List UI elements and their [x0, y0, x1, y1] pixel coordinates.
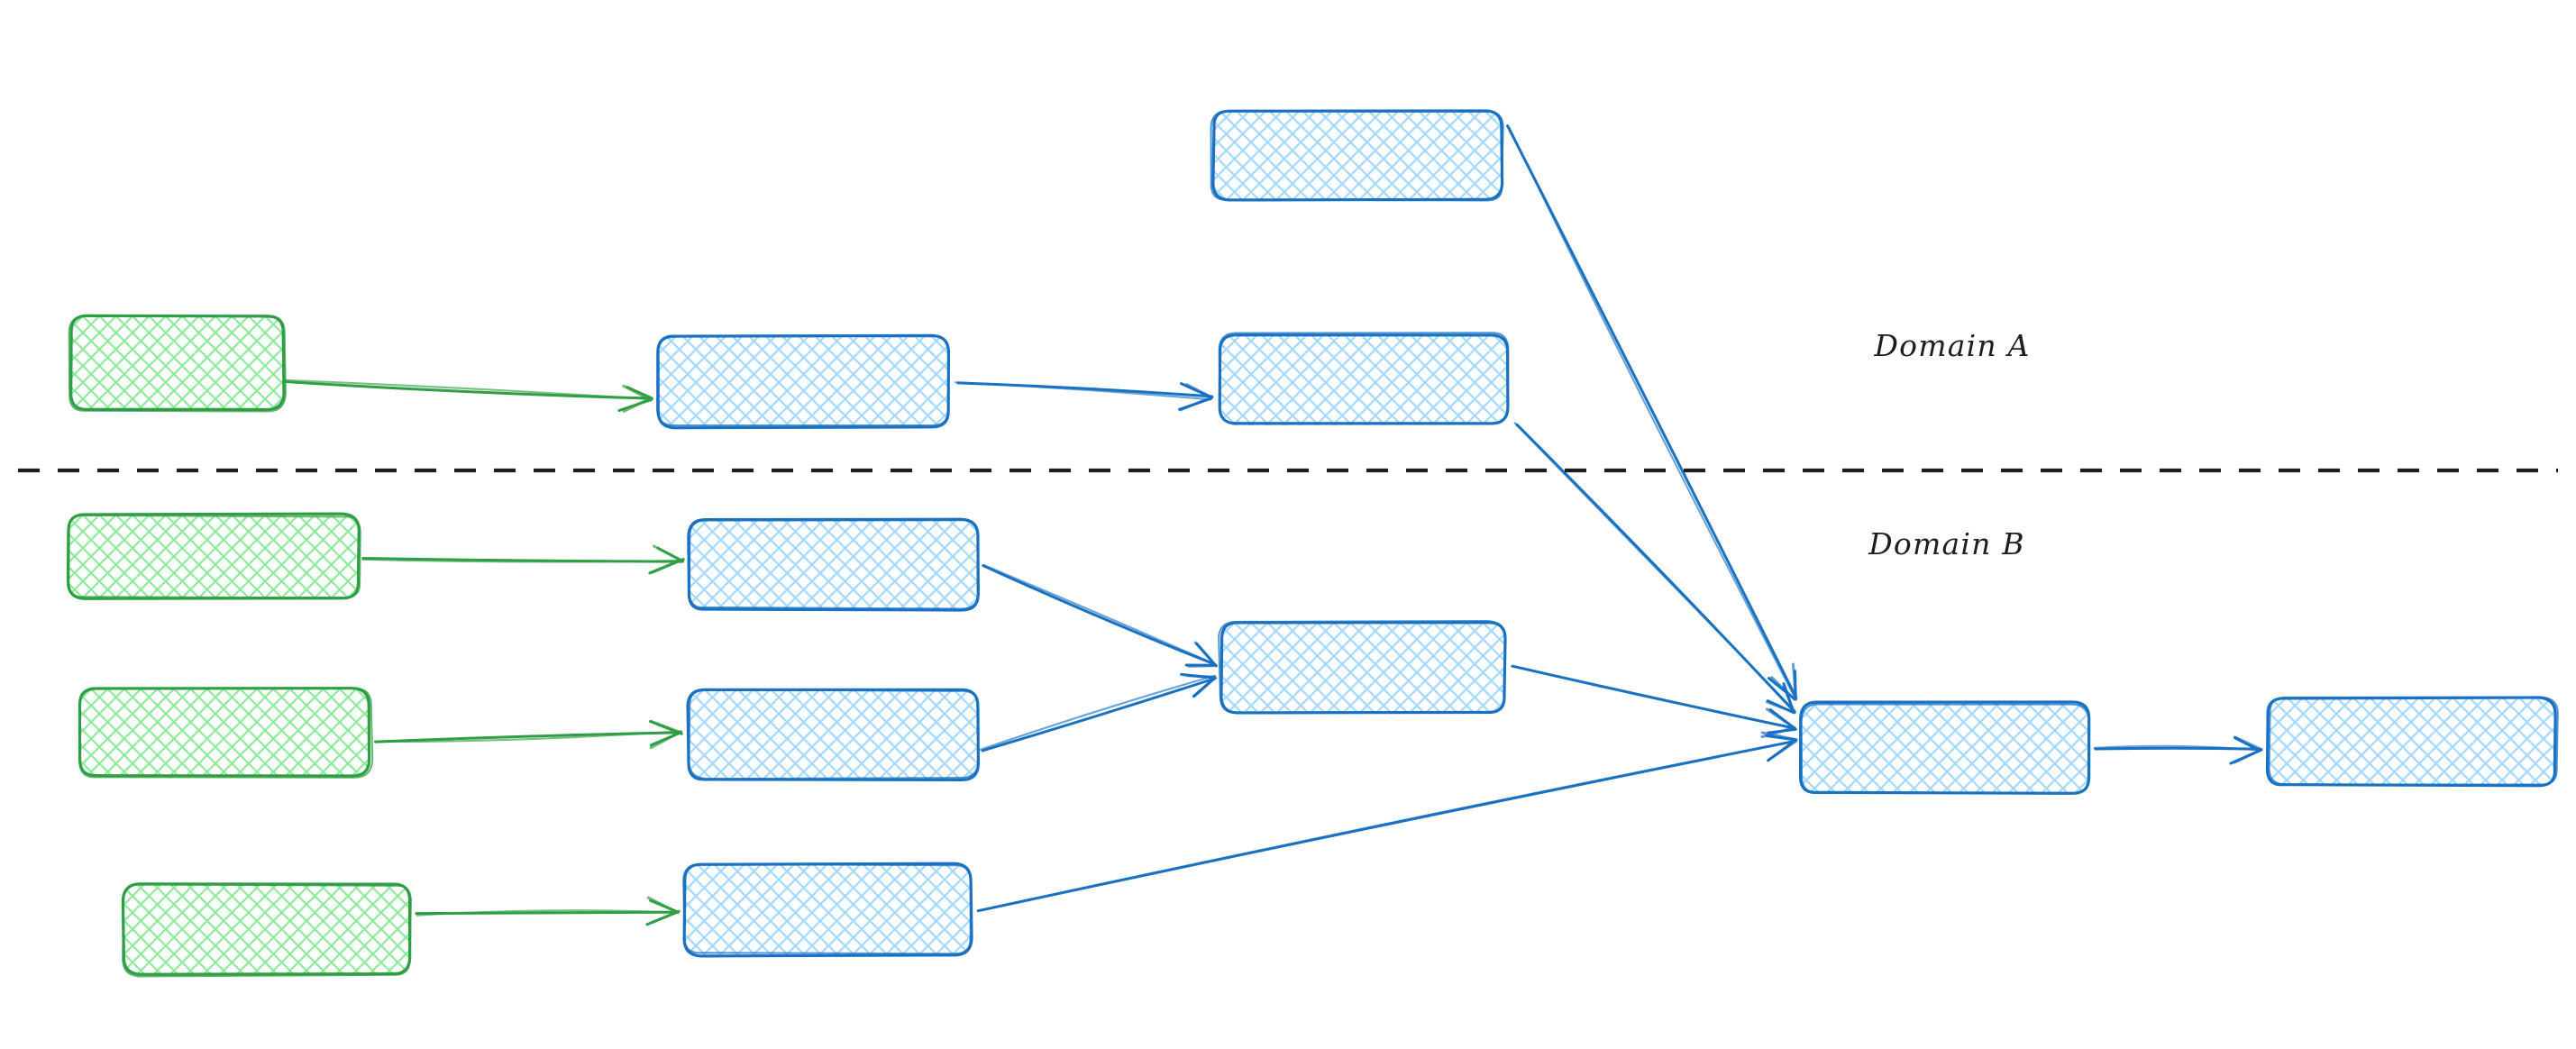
node-a-green-1[interactable] [68, 314, 287, 413]
edge-e8[interactable] [982, 563, 1218, 668]
edge-e11[interactable] [976, 731, 1798, 913]
node-b-merge-2[interactable] [1798, 700, 2091, 795]
edge-e2[interactable] [954, 381, 1214, 412]
node-outline [682, 862, 972, 955]
node-outline [2268, 696, 2559, 786]
node-fill [1801, 701, 2090, 795]
edge-arrowhead [645, 896, 681, 926]
node-b-blue-2[interactable] [686, 688, 980, 782]
node-outline [1210, 110, 1504, 202]
domain-label-layer: Domain A Domain B [1868, 328, 2030, 561]
node-outline [68, 315, 287, 413]
node-b-sink[interactable] [2265, 696, 2559, 788]
edge-e3[interactable] [1506, 124, 1798, 701]
edge-layer [283, 124, 2263, 926]
node-fill [689, 520, 979, 611]
node-outline [122, 883, 412, 978]
edge-e7[interactable] [415, 896, 681, 926]
domain-label-domain-b: Domain B [1868, 526, 2024, 561]
node-outline [1218, 620, 1506, 715]
edge-arrowhead [1760, 707, 1797, 739]
node-b-blue-3[interactable] [682, 862, 973, 958]
node-outline [1218, 332, 1510, 424]
edge-arrowhead [617, 384, 653, 413]
edge-e10[interactable] [1511, 664, 1797, 739]
edge-arrowhead [1178, 382, 1214, 412]
node-fill [685, 865, 971, 955]
edge-line [1513, 422, 1796, 713]
node-b-green-3[interactable] [121, 882, 412, 978]
node-outline [66, 514, 361, 599]
node-outline [1211, 109, 1504, 202]
domain-label-domain-a: Domain A [1873, 328, 2030, 363]
edge-line [979, 674, 1217, 751]
node-fill [1219, 334, 1508, 426]
node-fill [1211, 111, 1503, 200]
node-outline [688, 688, 980, 780]
node-a-blue-2[interactable] [1218, 332, 1510, 426]
node-fill [123, 882, 410, 974]
node-outline [69, 314, 286, 412]
edge-line [283, 379, 654, 401]
edge-line [416, 909, 678, 917]
node-outline [656, 333, 950, 427]
node-b-blue-1[interactable] [687, 517, 980, 612]
node-fill [688, 689, 978, 781]
edge-arrowhead [1760, 731, 1798, 762]
node-outline [688, 519, 980, 610]
edge-line [361, 558, 683, 563]
edge-line [1508, 126, 1797, 701]
node-fill [70, 315, 284, 412]
node-b-green-1[interactable] [66, 512, 361, 600]
node-outline [1800, 703, 2090, 794]
node-fill [67, 515, 361, 599]
edge-line [981, 677, 1217, 753]
node-outline [2265, 696, 2557, 788]
node-fill [1221, 621, 1507, 712]
edge-arrowhead [1180, 672, 1217, 698]
edge-arrowhead [2229, 735, 2263, 765]
node-b-merge-1[interactable] [1218, 620, 1507, 715]
node-layer [66, 109, 2559, 978]
node-fill [2268, 698, 2557, 785]
edge-arrowhead [1184, 641, 1218, 668]
edge-line [2093, 744, 2261, 752]
edge-arrowhead [649, 719, 683, 750]
node-outline [78, 687, 374, 779]
edge-e4[interactable] [1513, 422, 1796, 715]
node-b-green-2[interactable] [78, 687, 374, 779]
edge-line [1511, 664, 1796, 730]
edge-line [982, 563, 1218, 666]
edge-e6[interactable] [373, 719, 683, 750]
edge-arrowhead [1767, 662, 1797, 701]
edge-line [982, 564, 1216, 666]
edge-e9[interactable] [979, 672, 1217, 753]
edge-line [375, 730, 682, 743]
node-a-blue-1[interactable] [656, 333, 951, 430]
edge-line [954, 381, 1212, 401]
edge-e1[interactable] [283, 379, 654, 413]
edge-line [976, 740, 1795, 912]
edge-e12[interactable] [2093, 735, 2263, 765]
node-a-blue-top[interactable] [1210, 109, 1504, 202]
node-fill [78, 689, 370, 777]
edge-line [976, 739, 1796, 913]
edge-arrowhead [1765, 682, 1796, 715]
edge-e5[interactable] [361, 544, 685, 575]
edge-arrowhead [648, 544, 685, 575]
node-fill [658, 336, 949, 428]
